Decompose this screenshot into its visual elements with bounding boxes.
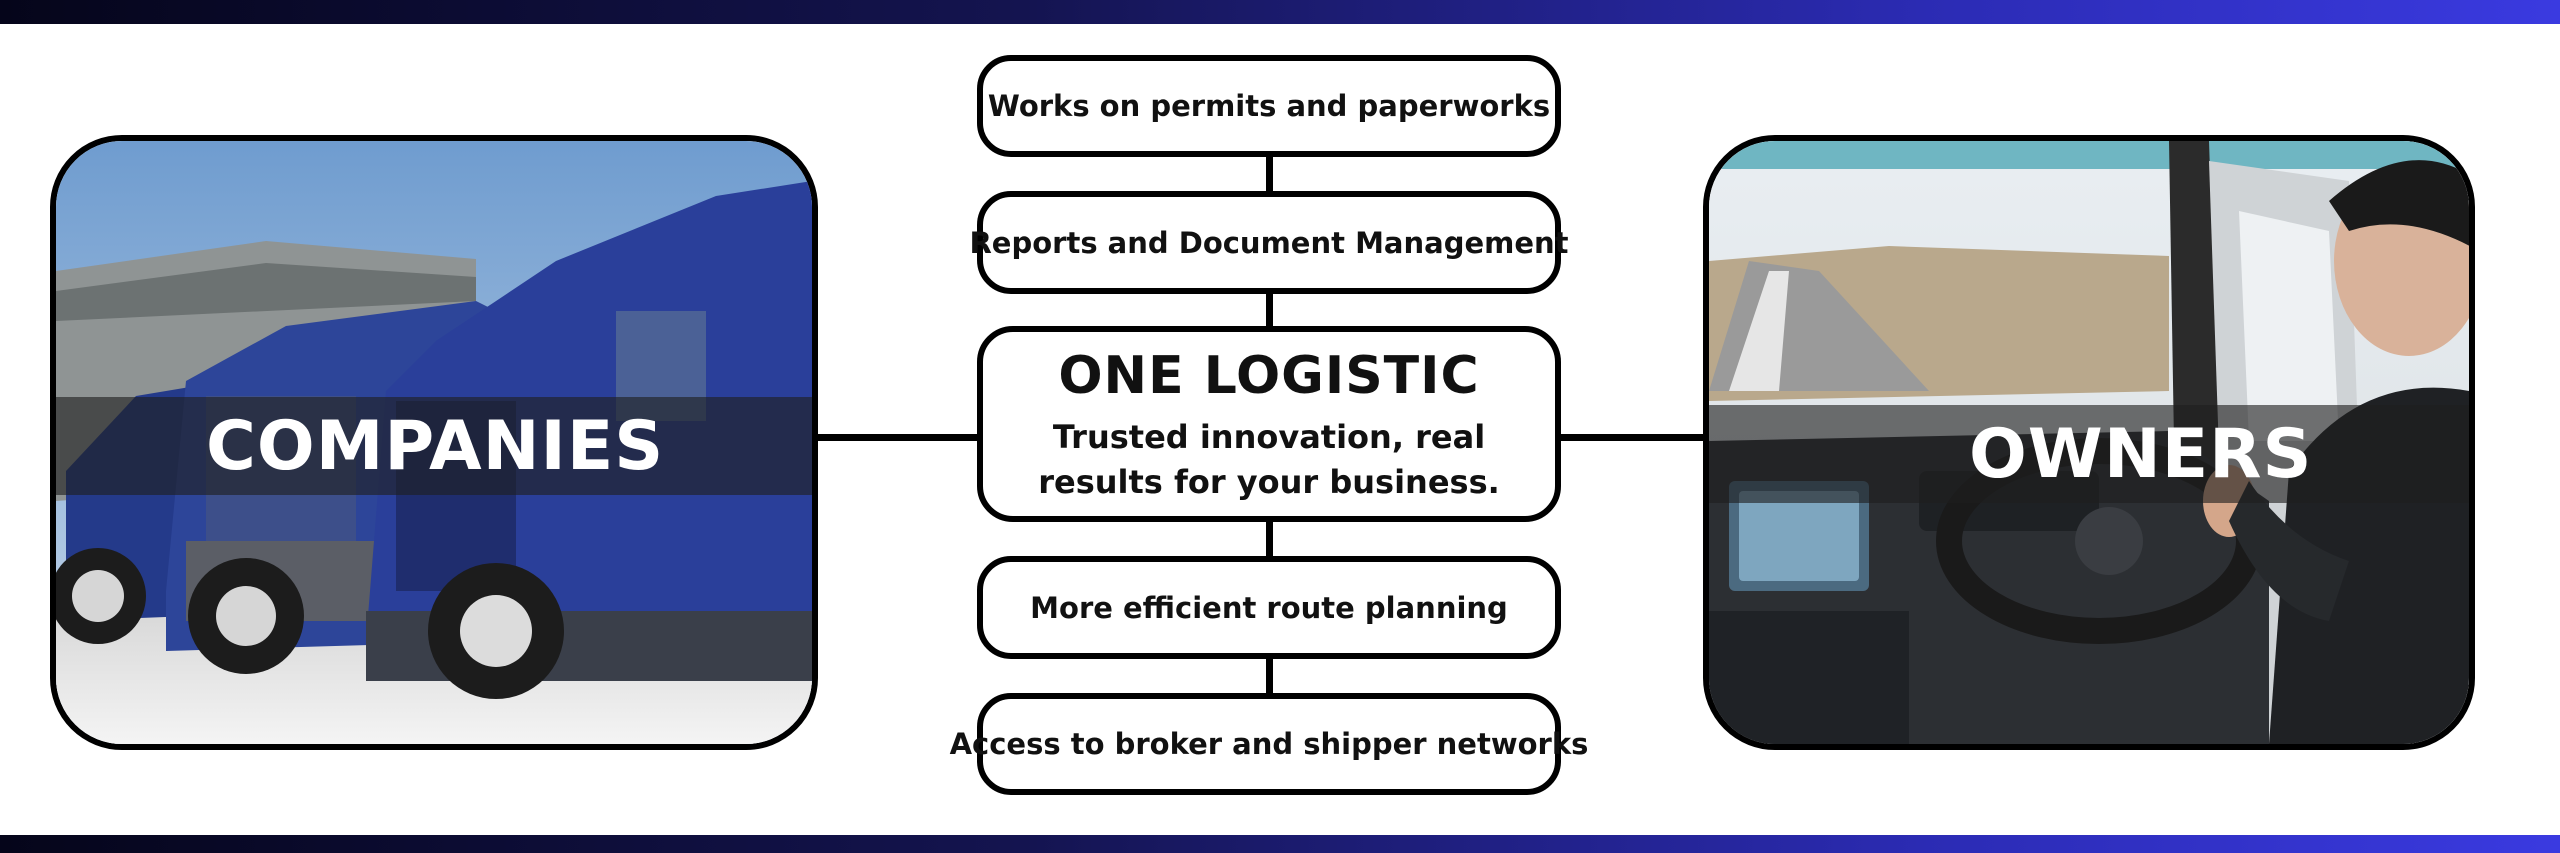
connector-vertical-bottom-1: [1266, 518, 1273, 560]
hub-subtitle: Trusted innovation, real results for you…: [1038, 418, 1500, 501]
owners-label: OWNERS: [1709, 405, 2469, 503]
bottom-gradient-band: [0, 835, 2560, 853]
hub-title: ONE LOGISTIC: [1058, 346, 1480, 406]
connector-left: [815, 434, 981, 441]
top-gradient-band: [0, 0, 2560, 24]
connector-vertical-top-2: [1266, 290, 1273, 330]
benefit-route-planning: More efficient route planning: [977, 556, 1561, 659]
connector-vertical-bottom-2: [1266, 655, 1273, 697]
connector-right: [1557, 434, 1707, 441]
center-hub: ONE LOGISTIC Trusted innovation, real re…: [977, 326, 1561, 522]
owners-panel: OWNERS: [1703, 135, 2475, 750]
companies-label: COMPANIES: [56, 397, 812, 495]
benefit-broker-networks: Access to broker and shipper networks: [950, 693, 1588, 795]
companies-panel: COMPANIES: [50, 135, 818, 750]
benefit-reports: Reports and Document Management: [969, 191, 1569, 294]
connector-vertical-top-1: [1266, 153, 1273, 193]
benefit-permits: Works on permits and paperworks: [977, 55, 1561, 157]
